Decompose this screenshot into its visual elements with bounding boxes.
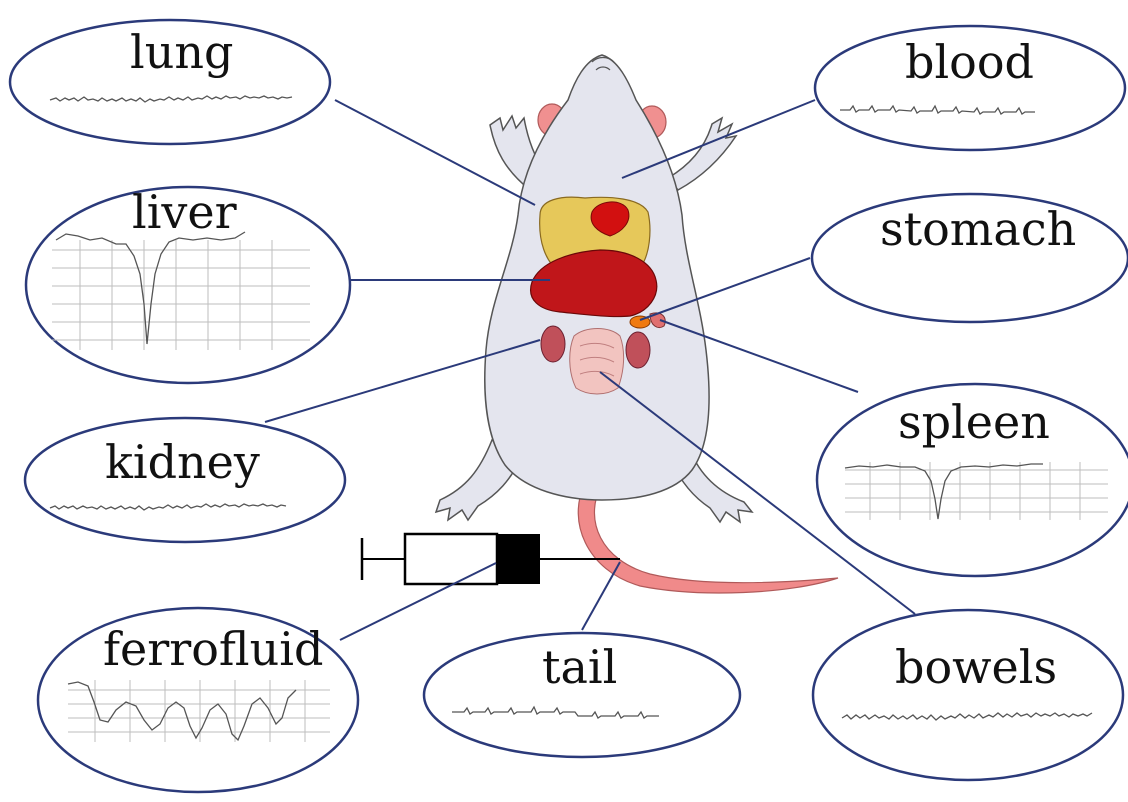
label-liver: liver: [132, 185, 237, 239]
mouse-illustration: [436, 55, 838, 593]
label-lung: lung: [130, 25, 233, 79]
label-kidney: kidney: [105, 435, 260, 489]
label-stomach: stomach: [880, 202, 1076, 256]
organ-kidney-left: [541, 326, 565, 362]
label-tail: tail: [542, 640, 617, 694]
callout-kidney: kidney: [25, 418, 345, 542]
leader-tail: [582, 562, 620, 630]
callout-bowels: bowels: [813, 610, 1123, 780]
callout-lung: lung: [10, 20, 330, 144]
callout-blood: blood: [815, 26, 1125, 150]
mouse-front-leg-right: [668, 118, 736, 190]
label-spleen: spleen: [898, 395, 1050, 449]
callout-ferrofluid: ferrofluid: [38, 608, 358, 792]
label-blood: blood: [905, 35, 1034, 89]
organ-kidney-right: [626, 332, 650, 368]
callout-stomach: stomach: [812, 194, 1128, 322]
label-bowels: bowels: [895, 640, 1057, 694]
callout-liver: liver: [26, 185, 350, 383]
callout-spleen: spleen: [817, 384, 1128, 576]
syringe-icon: [362, 534, 620, 584]
label-ferrofluid: ferrofluid: [103, 622, 323, 676]
callout-tail: tail: [424, 633, 740, 757]
